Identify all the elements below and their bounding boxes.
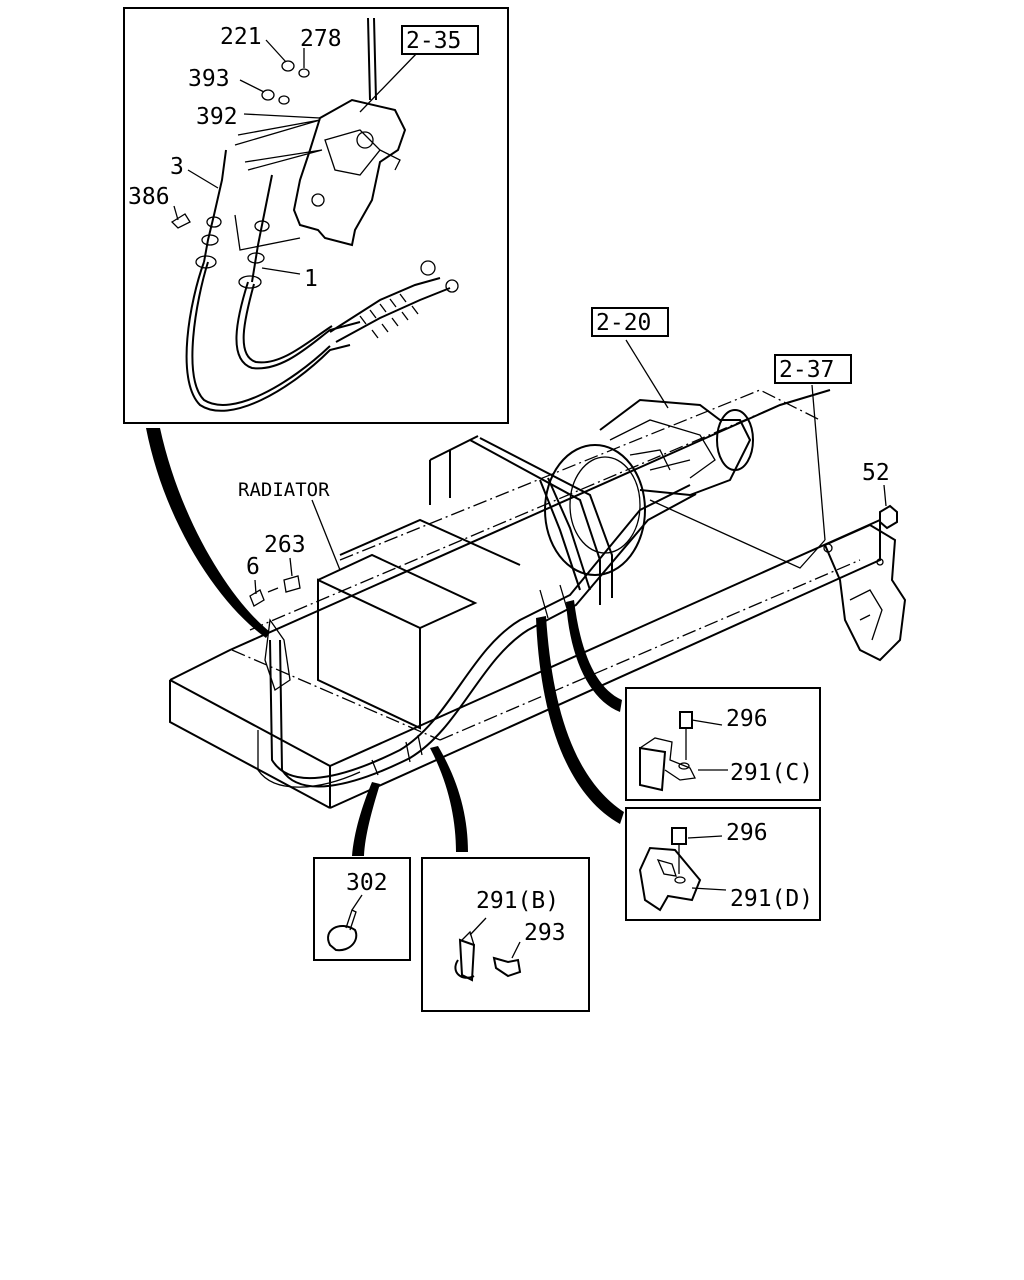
label-part-386: 386 xyxy=(128,184,170,210)
label-ref-2-37: 2-37 xyxy=(779,357,834,383)
label-part-293: 293 xyxy=(524,920,566,946)
detail-box-302 xyxy=(313,857,411,961)
label-part-3: 3 xyxy=(170,154,184,180)
label-part-392: 392 xyxy=(196,104,238,130)
reference-box-2-37 xyxy=(774,354,852,384)
callout-wedge-inset xyxy=(146,428,270,638)
callout-wedges xyxy=(146,428,624,856)
label-part-393: 393 xyxy=(188,66,230,92)
callout-wedge-302 xyxy=(352,782,380,856)
callout-wedge-291b xyxy=(430,746,468,852)
reference-box-2-35 xyxy=(401,25,479,55)
label-part-278: 278 xyxy=(300,26,342,52)
detail-box-291c xyxy=(625,687,821,801)
detail-box-291b xyxy=(421,857,590,1012)
label-part-291d: 291(D) xyxy=(730,886,813,912)
detail-box-291d xyxy=(625,807,821,921)
label-ref-2-20: 2-20 xyxy=(596,310,651,336)
label-part-296-d: 296 xyxy=(726,820,768,846)
label-part-221: 221 xyxy=(220,24,262,50)
label-part-291b: 291(B) xyxy=(476,888,559,914)
label-part-52: 52 xyxy=(862,460,890,486)
label-part-296-c: 296 xyxy=(726,706,768,732)
label-ref-2-35: 2-35 xyxy=(406,28,461,54)
callout-wedge-291d xyxy=(536,616,624,824)
callout-wedge-291c xyxy=(566,600,622,712)
label-part-6: 6 xyxy=(246,554,260,580)
chassis-frame xyxy=(169,339,907,809)
label-part-302: 302 xyxy=(346,870,388,896)
label-part-263: 263 xyxy=(264,532,306,558)
shift-cable-detail-inset xyxy=(123,7,509,424)
label-radiator: RADIATOR xyxy=(238,479,330,501)
label-part-1: 1 xyxy=(304,266,318,292)
reference-box-2-20 xyxy=(591,307,669,337)
part-labels: 221 278 393 392 3 386 1 2-35 2-20 2-37 5… xyxy=(128,24,890,946)
label-part-291c: 291(C) xyxy=(730,760,813,786)
